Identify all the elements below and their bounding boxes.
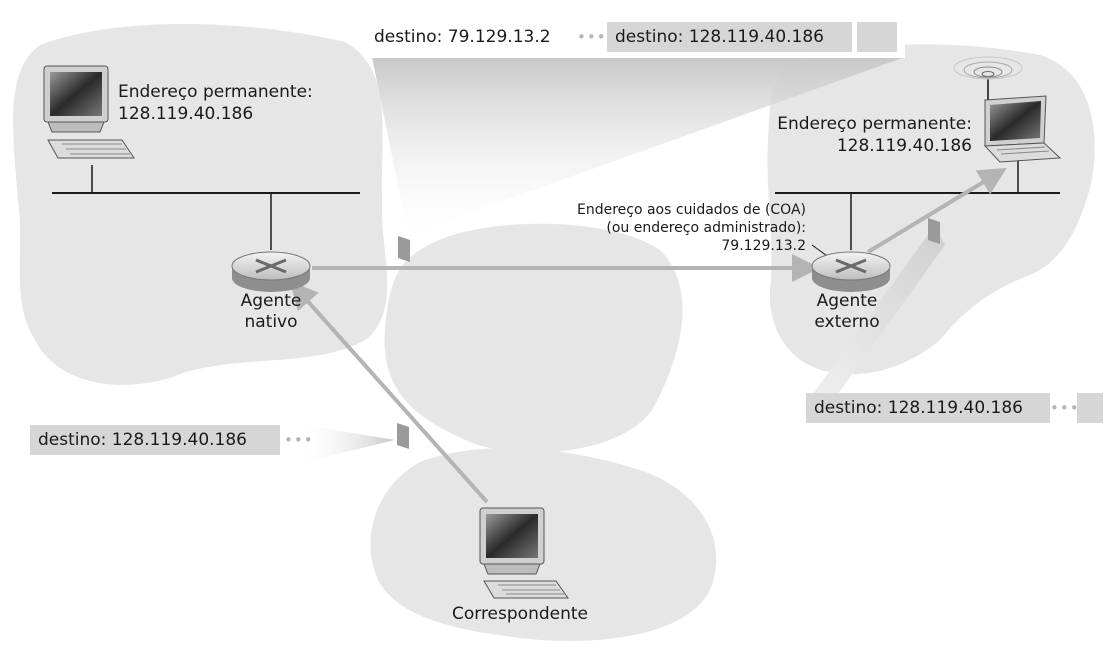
tunneled-payload-block xyxy=(857,22,897,52)
home-desktop-computer-icon xyxy=(43,65,135,159)
delivery-arrow xyxy=(866,167,1007,254)
packet-icon xyxy=(397,423,409,449)
home-host-label: Endereço permanente: xyxy=(118,82,313,102)
correspondent-packet-destination: destino: 128.119.40.186 xyxy=(30,425,280,455)
tunneled-ellipsis: ••• xyxy=(577,28,607,46)
delivered-payload-block xyxy=(1077,393,1103,423)
correspondent-packet-beam xyxy=(305,425,395,462)
coa-label-line2: (ou endereço administrado): xyxy=(606,220,806,236)
tunneled-inner-destination: destino: 128.119.40.186 xyxy=(607,22,852,52)
foreign-agent-label-line1: Agente xyxy=(816,291,878,311)
coa-label-line1: Endereço aos cuidados de (COA) xyxy=(576,202,806,218)
foreign-host-address: 128.119.40.186 xyxy=(836,136,972,156)
home-agent-label: Agente nativo xyxy=(218,291,324,333)
delivered-packet-beam xyxy=(810,225,945,398)
home-agent-label-line2: nativo xyxy=(244,312,298,332)
delivered-packet-ellipsis: ••• xyxy=(1050,399,1080,417)
foreign-agent-label-line2: externo xyxy=(814,312,880,332)
home-agent-label-line1: Agente xyxy=(240,291,302,311)
home-agent-router-icon xyxy=(231,251,311,292)
delivered-packet-destination: destino: 128.119.40.186 xyxy=(806,393,1050,423)
correspondent-computer-icon xyxy=(479,507,569,599)
foreign-agent-router-icon xyxy=(811,251,891,292)
mobile-laptop-icon xyxy=(953,56,1062,163)
packet-icon xyxy=(928,218,940,244)
packet-icon xyxy=(398,236,410,262)
internet-cloud xyxy=(384,223,683,453)
foreign-agent-label: Agente externo xyxy=(792,291,902,333)
tunneled-outer-destination: destino: 79.129.13.2 xyxy=(366,22,559,52)
home-host-address: 128.119.40.186 xyxy=(118,104,254,124)
tunnel-packet-beam xyxy=(372,57,905,235)
correspondent-packet-ellipsis: ••• xyxy=(284,431,314,449)
correspondent-label: Correspondente xyxy=(451,604,588,624)
foreign-host-label: Endereço permanente: xyxy=(777,114,972,134)
coa-address: 79.129.13.2 xyxy=(721,238,806,254)
correspondent-arrow xyxy=(289,281,489,504)
